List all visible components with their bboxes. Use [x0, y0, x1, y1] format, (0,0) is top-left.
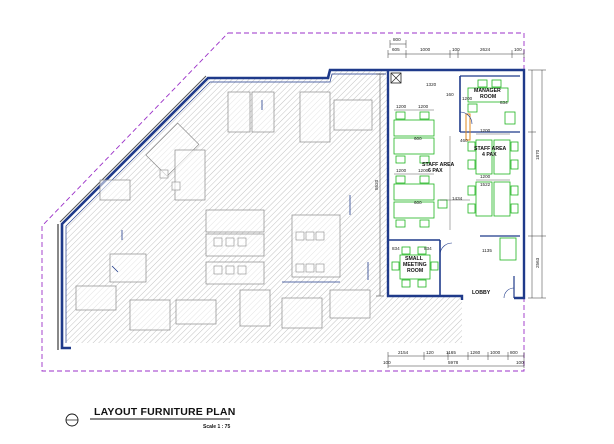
dim-right: 1870	[535, 149, 540, 160]
room-label-staff-6: 6 PAX	[428, 168, 443, 174]
room-label-staff-4: 4 PAX	[482, 152, 497, 158]
staff-6-furniture	[393, 111, 448, 228]
right-dimensions	[528, 69, 546, 299]
room-labels: MANAGER ROOM STAFF AREA 6 PAX STAFF AREA…	[403, 88, 507, 296]
room-label-lobby: LOBBY	[472, 290, 491, 296]
drawing-title: LAYOUT FURNITURE PLAN	[94, 406, 235, 418]
dim-text: 834	[392, 246, 400, 251]
drawing-title-block: LAYOUT FURNITURE PLAN Scale 1 : 75	[65, 406, 235, 430]
left-dimension	[376, 73, 384, 297]
dim-text: 834	[424, 246, 432, 251]
dim-bottom: 120	[426, 350, 434, 355]
dim-text: 1200	[480, 174, 491, 179]
interior-dim-lines	[394, 109, 510, 230]
dim-bottom: 2154	[398, 350, 409, 355]
dim-top: 2624	[480, 47, 491, 52]
office-walls	[386, 68, 526, 300]
meeting-furniture	[391, 246, 439, 288]
top-dimension-chain	[387, 40, 525, 58]
room-label-manager: ROOM	[480, 94, 496, 100]
room-label-meeting: SMALL	[405, 256, 424, 262]
room-label-manager: MANAGER	[474, 88, 501, 94]
dim-text: 600	[414, 136, 422, 141]
column-cross	[390, 72, 402, 84]
orange-partition	[465, 113, 471, 141]
dim-bottom: 1260	[470, 350, 481, 355]
dim-text: 1200	[480, 128, 491, 133]
ghost-furniture	[75, 91, 373, 331]
dim-text: 1522	[480, 182, 491, 187]
dim-bottom: 800	[510, 350, 518, 355]
dim-text: 1200	[462, 96, 473, 101]
dim-text: 1200	[418, 104, 429, 109]
room-label-staff-4: STAFF AREA	[474, 146, 507, 152]
dim-top-small: 800	[393, 37, 401, 42]
exterior-wall-inner	[65, 73, 386, 343]
drawing-scale: Scale 1 : 75	[203, 424, 230, 430]
dim-text: 1135	[482, 248, 492, 253]
dim-bottom: 1000	[490, 350, 501, 355]
dim-text: 834	[500, 100, 508, 105]
dim-bottom-end: 100	[383, 360, 391, 365]
room-label-meeting: ROOM	[407, 268, 423, 274]
ghost-chairs	[159, 169, 325, 275]
door-swings	[439, 111, 515, 299]
dim-bottom-total: 5978	[448, 360, 459, 365]
dim-text: 600	[414, 200, 422, 205]
dim-bottom: 1165	[446, 350, 456, 355]
dim-text: 1200	[396, 168, 407, 173]
site-boundary	[41, 32, 525, 372]
dim-top: 605	[392, 47, 400, 52]
room-label-staff-6: STAFF AREA	[422, 162, 455, 168]
dim-text: 460	[460, 138, 468, 143]
inner-dimensions: 1200 1200 1200 1200 1320 1522 1434 1135 …	[392, 82, 508, 253]
dim-text: 1200	[396, 104, 407, 109]
bottom-dimension-chain	[387, 352, 525, 368]
manager-furniture	[467, 79, 516, 125]
dim-top: 100	[514, 47, 522, 52]
dim-right: 2563	[535, 257, 540, 268]
dim-left: 5520	[374, 179, 379, 190]
dim-text: 160	[446, 92, 454, 97]
dim-text: 1434	[452, 196, 463, 201]
facade-glazing	[59, 75, 207, 223]
dim-top: 1000	[420, 47, 431, 52]
blue-annotations	[111, 100, 369, 283]
dim-top: 100	[452, 47, 460, 52]
staff-4-furniture	[467, 139, 519, 261]
dim-text: 1320	[426, 82, 437, 87]
exterior-wall	[60, 68, 388, 350]
dim-bottom-end: 100	[516, 360, 524, 365]
dim-text: 1200	[418, 168, 429, 173]
room-label-meeting: MEETING	[403, 262, 427, 268]
